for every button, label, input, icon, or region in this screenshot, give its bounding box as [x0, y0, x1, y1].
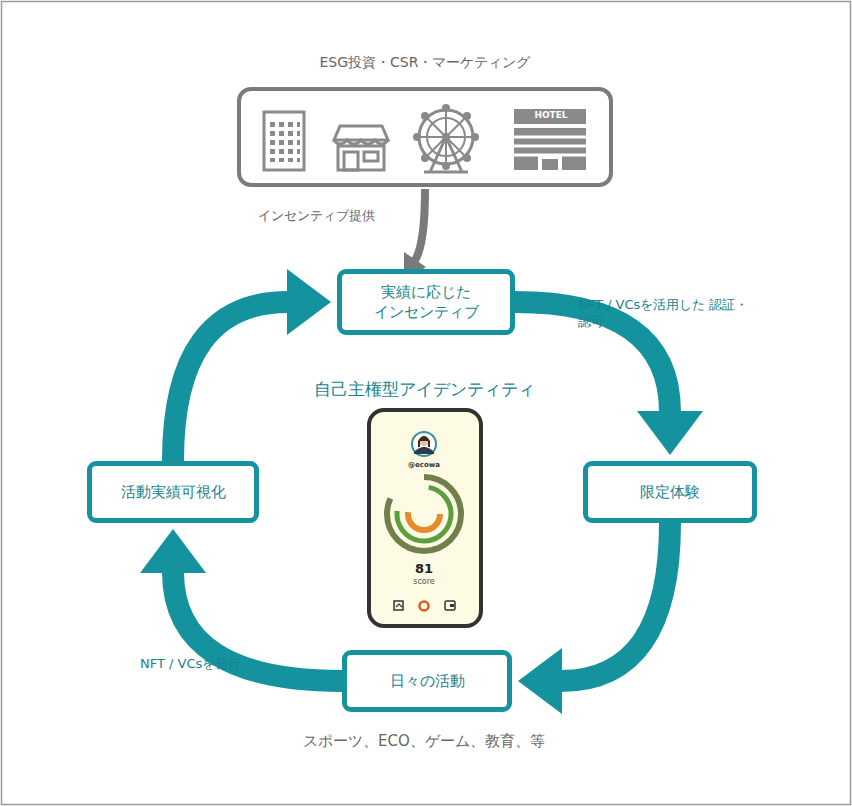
process-box: 限定体験 — [583, 461, 757, 523]
score-value: 81 — [415, 561, 433, 576]
arrow-shaft — [173, 302, 288, 461]
flow-arrow — [140, 529, 342, 681]
process-box: 活動実績可視化 — [87, 461, 259, 523]
process-box: 実績に応じた インセンティブ — [337, 269, 515, 335]
hotel-icon — [514, 109, 586, 170]
center-caption: 自己主権型アイデンティティ — [314, 378, 535, 401]
shop-icon — [334, 126, 388, 170]
arrow-head — [287, 269, 331, 335]
box-label: 限定体験 — [640, 482, 700, 502]
ferris-wheel-icon — [413, 104, 479, 172]
box-label: 日々の活動 — [390, 671, 465, 691]
building-icon — [264, 112, 304, 170]
flow-arrow — [173, 269, 331, 461]
arrow-head — [140, 529, 206, 573]
box-label: 活動実績可視化 — [121, 482, 226, 502]
activity-examples: スポーツ、ECO、ゲーム、教育、等 — [303, 732, 545, 751]
arrow-head — [518, 648, 562, 714]
sponsor-panel: ESG投資・CSR・マーケティング — [237, 87, 613, 187]
score-unit: score — [413, 577, 435, 586]
flow-arrow — [518, 523, 670, 714]
edge-label: インセンティブ提供 — [258, 208, 428, 225]
process-box: 日々の活動 — [342, 650, 512, 712]
panel-heading: ESG投資・CSR・マーケティング — [320, 54, 531, 72]
sign-text: HOTEL — [534, 110, 567, 120]
flow-arrow — [515, 302, 703, 455]
arrow-head — [637, 411, 703, 455]
arrow-shaft — [561, 523, 670, 681]
edge-label: NFT / VCsを活用した 認証・認可 — [578, 297, 753, 331]
smartphone — [369, 410, 481, 626]
box-label: 実績に応じた インセンティブ — [352, 282, 500, 323]
edge-label: NFT / VCsを発行 — [140, 656, 280, 673]
user-handle: @ecowa — [408, 461, 440, 469]
